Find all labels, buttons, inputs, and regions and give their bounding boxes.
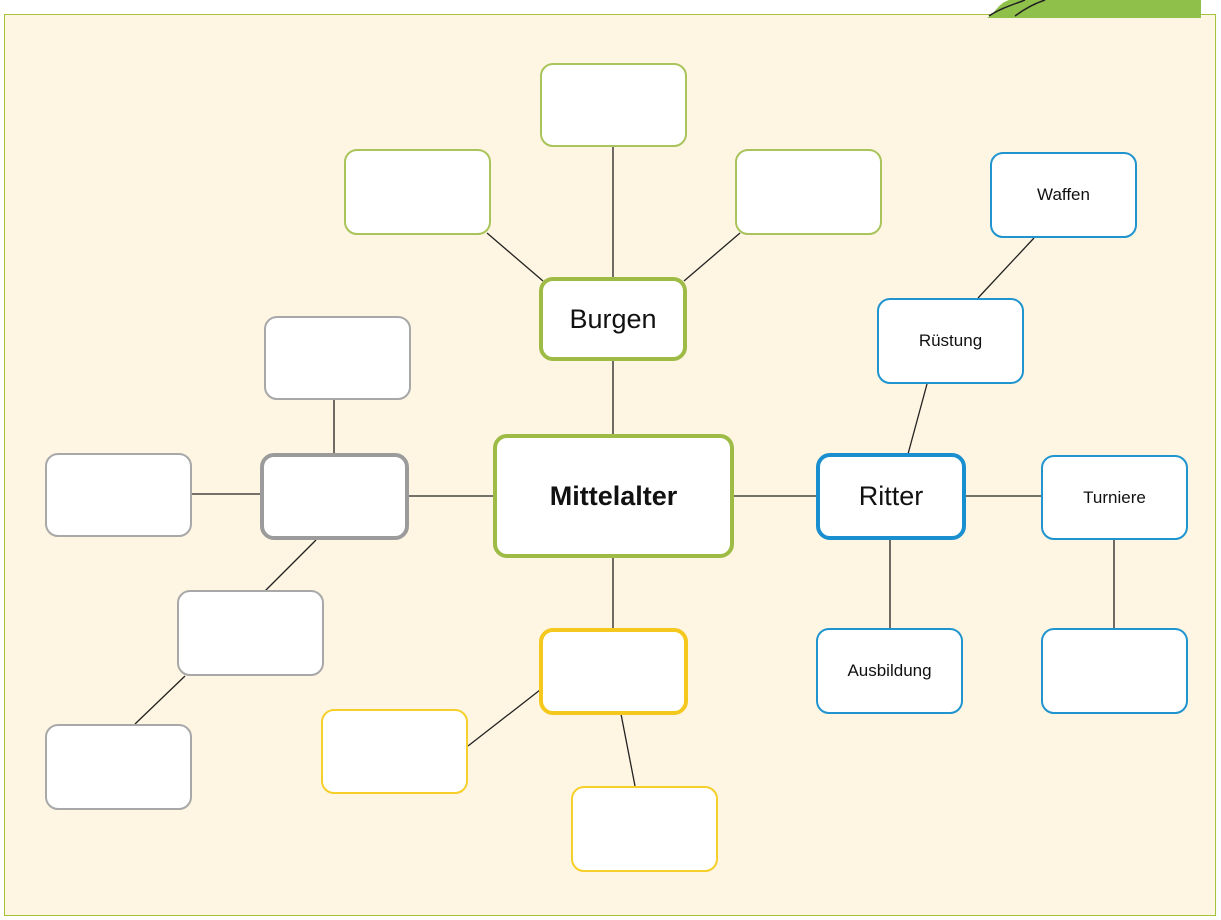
node-center-label: Mittelalter xyxy=(549,480,678,511)
node-turniere-child xyxy=(1041,628,1188,714)
corner-tab-decoration xyxy=(987,0,1201,18)
node-turniere: Turniere xyxy=(1041,455,1188,540)
node-ritter-label: Ritter xyxy=(858,481,924,511)
node-burgen: Burgen xyxy=(539,277,687,361)
node-waffen: Waffen xyxy=(990,152,1137,238)
node-gray-child-top xyxy=(264,316,411,400)
node-ausbildung-label: Ausbildung xyxy=(847,661,932,680)
node-burgen-child-right xyxy=(735,149,882,235)
node-yellow-child-bottom xyxy=(571,786,718,872)
node-gray xyxy=(260,453,409,540)
node-gray-child-lower xyxy=(177,590,324,676)
node-waffen-label: Waffen xyxy=(1037,185,1090,204)
node-burgen-child-left xyxy=(344,149,491,235)
node-gray-child-bottom xyxy=(45,724,192,810)
link-gray-bottom xyxy=(134,675,186,725)
link-ruestung-waffen xyxy=(977,237,1035,299)
link-burgen-left xyxy=(486,232,544,282)
node-burgen-label: Burgen xyxy=(569,303,657,334)
node-ruestung-label: Rüstung xyxy=(918,331,983,350)
link-burgen-right xyxy=(683,232,741,282)
node-center: Mittelalter xyxy=(493,434,734,558)
node-yellow xyxy=(539,628,688,715)
link-gray-lower xyxy=(263,539,317,593)
node-ritter: Ritter xyxy=(816,453,966,540)
node-ausbildung: Ausbildung xyxy=(816,628,963,714)
node-ruestung: Rüstung xyxy=(877,298,1024,384)
link-yellow-bottom xyxy=(620,713,636,787)
node-yellow-child-left xyxy=(321,709,468,794)
link-yellow-left xyxy=(467,689,541,747)
node-burgen-child-top xyxy=(540,63,687,147)
node-gray-child-left xyxy=(45,453,192,537)
node-turniere-label: Turniere xyxy=(1083,487,1146,507)
link-ritter-ruestung xyxy=(907,383,928,455)
